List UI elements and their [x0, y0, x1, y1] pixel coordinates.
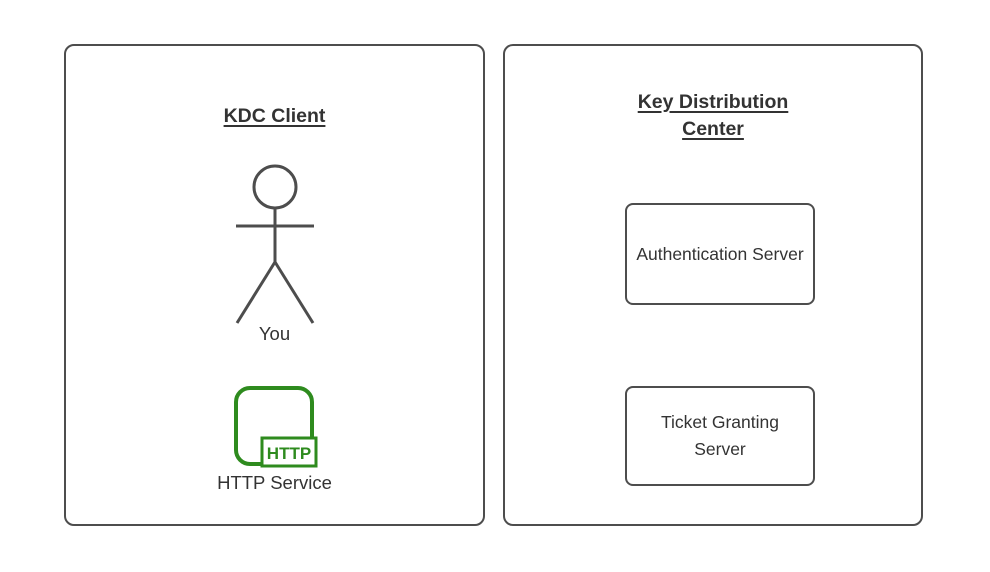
- http-service-label: HTTP Service: [217, 472, 332, 493]
- kdc-client-panel: KDC Client You HTTP HTTP Service: [64, 44, 485, 526]
- kdc-title: Key Distribution Center: [637, 91, 789, 140]
- key-distribution-center-panel: Key Distribution Center Authentication S…: [503, 44, 923, 526]
- authentication-server-node: Authentication Server: [625, 203, 815, 305]
- authentication-server-label: Authentication Server: [636, 243, 804, 264]
- actor-label: You: [258, 323, 291, 344]
- http-service-icon: HTTP: [234, 386, 318, 468]
- ticket-granting-server-node: Ticket Granting Server: [625, 386, 815, 486]
- http-badge-label: HTTP: [267, 444, 311, 463]
- kdc-client-title: KDC Client: [223, 105, 326, 127]
- person-icon: [235, 164, 315, 324]
- ticket-granting-server-label: Ticket Granting Server: [660, 412, 779, 459]
